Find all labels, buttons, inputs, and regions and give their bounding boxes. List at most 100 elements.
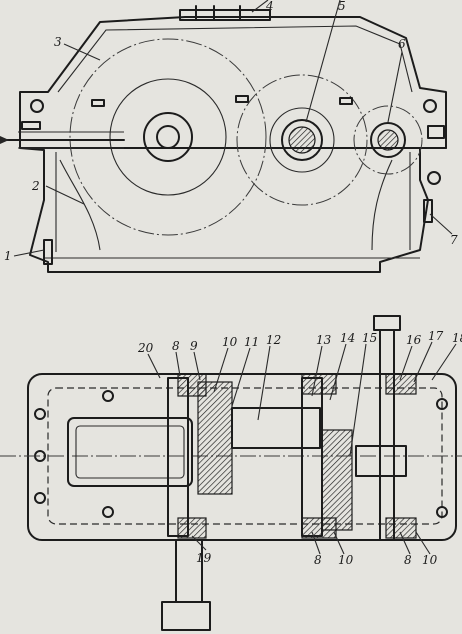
leader-line xyxy=(147,353,161,379)
part-label: 19 xyxy=(196,551,212,565)
oil-dipstick xyxy=(423,199,433,223)
bolt-hole xyxy=(102,390,114,402)
drive-shaft xyxy=(175,539,203,603)
part-label: 17 xyxy=(428,329,444,343)
bolt-hole xyxy=(436,398,448,410)
part-label: 16 xyxy=(406,333,422,347)
shaft-2 xyxy=(301,377,323,537)
shaft-1 xyxy=(167,377,189,537)
leader-line xyxy=(431,343,457,381)
part-label: 11 xyxy=(244,335,259,349)
bolt-hole xyxy=(436,506,448,518)
part-label: 1 xyxy=(4,249,12,263)
part-label: 8 xyxy=(172,339,180,353)
bolt-hole xyxy=(427,171,441,185)
part-label: 15 xyxy=(362,331,377,345)
part-label: 10 xyxy=(222,335,238,349)
part-label: 14 xyxy=(340,331,355,345)
leader-line xyxy=(63,43,101,61)
split-bolt xyxy=(235,95,249,103)
part-label: 12 xyxy=(266,333,281,347)
gear-web xyxy=(109,78,227,196)
gear-pitch-circle xyxy=(69,38,267,236)
gear-11 xyxy=(197,381,233,495)
bearing xyxy=(385,373,417,395)
leader-line xyxy=(311,345,323,397)
leader-line xyxy=(311,531,321,555)
gear-web xyxy=(269,107,335,173)
leader-line xyxy=(13,249,45,257)
leader-line xyxy=(191,535,207,551)
gear-hub xyxy=(281,119,323,161)
leader-line xyxy=(251,0,269,13)
shaft-section xyxy=(156,125,180,149)
leader-line xyxy=(257,345,271,421)
bearing xyxy=(177,517,207,539)
flange-bolt xyxy=(21,121,41,130)
part-label: 7 xyxy=(450,233,458,247)
part-label: 9 xyxy=(190,339,198,353)
output-shaft-end xyxy=(373,315,401,331)
lower-housing-inner xyxy=(55,152,411,252)
bearing xyxy=(385,517,417,539)
leader-line xyxy=(231,347,251,407)
leader-line xyxy=(329,343,347,401)
part-label: 10 xyxy=(422,553,438,567)
part-label: 20 xyxy=(137,341,154,355)
leader-line xyxy=(387,51,403,123)
pinion-pitch-circle xyxy=(353,105,423,175)
input-shaft-coupling xyxy=(67,417,193,487)
bolt-hole xyxy=(30,99,44,113)
plan-view: 20 8 9 10 11 12 13 14 15 16 17 18 19 8 1… xyxy=(0,315,462,631)
bolt-hole xyxy=(423,99,437,113)
part-label: 13 xyxy=(316,333,332,347)
base-outline xyxy=(27,373,457,541)
leader-line xyxy=(415,531,431,555)
part-label: 5 xyxy=(338,0,346,13)
side-view: 1 2 3 4 5 6 7 xyxy=(0,0,458,273)
shaft-flange xyxy=(161,601,211,631)
part-label: 4 xyxy=(265,0,274,13)
shaft-arrow-icon xyxy=(0,136,9,144)
part-label: 3 xyxy=(54,35,62,49)
part-label: 18 xyxy=(452,331,462,345)
part-label: 2 xyxy=(31,179,40,193)
gear-hub xyxy=(143,112,193,162)
leader-line xyxy=(193,351,201,381)
part-label: 6 xyxy=(398,37,406,51)
gear-pitch-circle xyxy=(236,74,368,206)
leader-line xyxy=(413,341,433,383)
split-bolt xyxy=(91,99,105,107)
gear-14 xyxy=(321,429,353,531)
leader-line xyxy=(399,345,413,381)
pinion-hub xyxy=(370,122,406,158)
part-label: 10 xyxy=(338,553,354,567)
leader-line xyxy=(349,343,367,457)
bearing xyxy=(177,373,207,397)
output-shaft xyxy=(379,329,395,541)
housing-outline xyxy=(19,16,447,273)
split-bolt xyxy=(339,97,353,105)
drain-plug xyxy=(43,239,53,265)
flange-bolt xyxy=(427,125,445,139)
cover-inner-line xyxy=(57,25,413,93)
shaft-section xyxy=(288,126,316,154)
leader-line xyxy=(399,531,411,555)
base-bolt-holes xyxy=(34,390,448,518)
leader-line xyxy=(175,351,181,377)
bearing xyxy=(301,517,337,539)
bolt-hole xyxy=(34,492,46,504)
leader-line xyxy=(333,531,345,555)
pinion-15 xyxy=(355,445,407,477)
leader-line xyxy=(305,0,341,123)
leader-line xyxy=(213,347,229,393)
leader-line xyxy=(45,185,85,205)
coupling-inner xyxy=(75,425,185,479)
bearing xyxy=(301,373,337,395)
bolt-hole xyxy=(34,408,46,420)
inspection-cover xyxy=(179,9,271,21)
bolt-hole xyxy=(102,506,114,518)
gear-12 xyxy=(231,407,321,449)
shaft-section xyxy=(377,129,399,151)
